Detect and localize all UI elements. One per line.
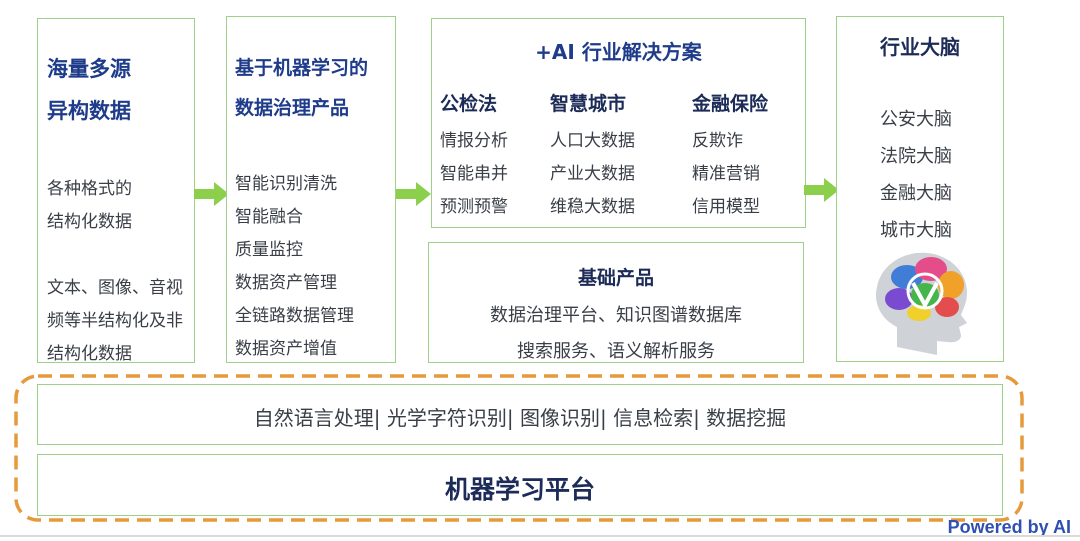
source-data-box: 海量多源 异构数据 各种格式的 结构化数据 文本、图像、音视 频等半结构化及非 … [37, 18, 195, 364]
solution-group-item: 精准营销 [692, 164, 760, 184]
governance-item: 智能识别清洗 [235, 174, 337, 194]
ai-solutions-title: +AI 行业解决方案 [535, 40, 702, 64]
industry-brain-box: 行业大脑 公安大脑 法院大脑 金融大脑 城市大脑 [836, 16, 1004, 362]
solution-group-item: 产业大数据 [550, 164, 635, 184]
solution-group-title: 金融保险 [692, 93, 769, 115]
bottom-divider [0, 535, 1080, 537]
base-products-title: 基础产品 [577, 267, 654, 289]
base-products-line: 搜索服务、语义解析服务 [517, 341, 715, 362]
brain-head-icon [875, 252, 967, 355]
source-data-item: 文本、图像、音视 [47, 278, 183, 298]
source-data-item: 各种格式的 [47, 179, 132, 199]
governance-item: 数据资产增值 [235, 339, 337, 359]
solution-group-title: 公检法 [440, 93, 498, 115]
solution-group-item: 预测预警 [440, 197, 508, 217]
base-products-line: 数据治理平台、知识图谱数据库 [490, 305, 742, 326]
industry-brain-item: 金融大脑 [880, 183, 952, 204]
ai-solutions-box: +AI 行业解决方案 公检法 情报分析 智能串并 预测预警 智慧城市 人口大数据… [431, 18, 806, 228]
industry-brain-title: 行业大脑 [880, 35, 960, 59]
source-data-title-2: 异构数据 [47, 99, 131, 123]
industry-brain-item: 城市大脑 [880, 220, 952, 241]
industry-brain-item: 法院大脑 [880, 146, 952, 167]
governance-title-2: 数据治理产品 [235, 97, 350, 119]
solution-group-item: 反欺诈 [692, 131, 743, 151]
ml-platform-title: 机器学习平台 [444, 475, 595, 504]
governance-item: 全链路数据管理 [235, 306, 354, 326]
industry-brain-item: 公安大脑 [880, 109, 952, 130]
ml-platform-box: 机器学习平台 [37, 454, 1003, 516]
base-products-box: 基础产品 数据治理平台、知识图谱数据库 搜索服务、语义解析服务 [428, 242, 804, 363]
governance-item: 质量监控 [235, 240, 303, 260]
solution-group-item: 维稳大数据 [550, 197, 635, 217]
solution-group-item: 情报分析 [440, 131, 508, 151]
arrow-right-icon [396, 182, 431, 206]
governance-products-box: 基于机器学习的 数据治理产品 智能识别清洗 智能融合 质量监控 数据资产管理 全… [226, 16, 396, 363]
source-data-title-1: 海量多源 [47, 57, 131, 81]
arrow-right-icon [804, 178, 839, 202]
solution-group-item: 智能串并 [440, 164, 508, 184]
solution-group-title: 智慧城市 [550, 93, 627, 115]
ml-capabilities-box: 自然语言处理| 光学字符识别| 图像识别| 信息检索| 数据挖掘 [37, 384, 1003, 445]
source-data-item: 结构化数据 [47, 212, 132, 232]
ml-platform-dashed-border [14, 374, 1024, 522]
powered-by-label: Powered by AI [947, 517, 1071, 537]
governance-item: 智能融合 [235, 207, 303, 227]
arrow-right-icon [194, 182, 229, 206]
source-data-item: 频等半结构化及非 [47, 311, 183, 331]
solution-group-item: 人口大数据 [550, 131, 635, 151]
source-data-item: 结构化数据 [47, 344, 132, 364]
solution-group-item: 信用模型 [692, 197, 760, 217]
governance-item: 数据资产管理 [235, 273, 337, 293]
governance-title-1: 基于机器学习的 [235, 57, 369, 79]
ml-capabilities-text: 自然语言处理| 光学字符识别| 图像识别| 信息检索| 数据挖掘 [253, 406, 787, 430]
